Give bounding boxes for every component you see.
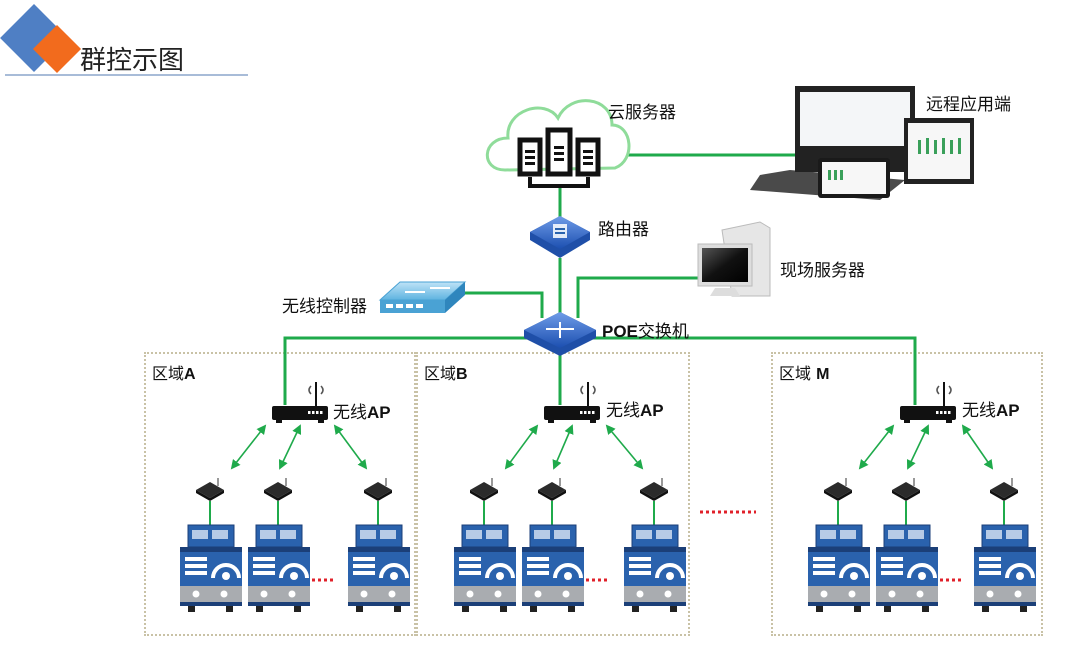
wireless-link-arrow — [230, 424, 267, 470]
router-label: 路由器 — [598, 220, 649, 240]
wireless-controller-icon — [378, 281, 467, 313]
remote-client-label: 远程应用端 — [926, 95, 1011, 115]
poe-switch-icon — [524, 312, 596, 356]
wireless-ap-icon — [544, 382, 600, 423]
terminal-machine-icon — [348, 524, 410, 612]
terminal-machine-icon — [248, 524, 310, 612]
wireless-module-icon — [364, 478, 392, 501]
poe-switch-label: POE交换机 — [602, 322, 689, 342]
wireless-link-arrow — [552, 424, 574, 470]
wireless-module-icon — [824, 478, 852, 501]
local-server-icon — [697, 221, 771, 297]
terminal-machine-icon — [876, 524, 938, 612]
link-localserver-switch — [576, 276, 720, 318]
terminal-machine-icon — [180, 524, 242, 612]
wireless-link-arrow — [504, 424, 539, 470]
zone-b-label: 区域B — [424, 364, 468, 383]
link-switch-zone-m — [592, 336, 917, 405]
zone-a-label: 区域A — [152, 364, 196, 383]
title-underline — [5, 74, 248, 76]
zone-m-ap-label: 无线AP — [962, 401, 1020, 421]
wireless-module-icon — [538, 478, 566, 501]
zone-b-ap-label: 无线AP — [606, 401, 664, 421]
wireless-module-icon — [990, 478, 1018, 501]
wireless-module-icon — [196, 478, 224, 501]
wireless-module-icon — [640, 478, 668, 501]
zone-devices — [180, 382, 1036, 612]
wireless-link-arrow — [278, 424, 302, 470]
zone-m-label: 区域 M — [779, 364, 830, 383]
zone-0-devices — [180, 382, 410, 612]
zone-2-devices — [808, 382, 1036, 612]
wireless-link-arrow — [333, 424, 368, 470]
terminal-machine-icon — [808, 524, 870, 612]
wireless-module-icon — [892, 478, 920, 501]
wireless-controller-label: 无线控制器 — [282, 297, 367, 317]
zone-1-devices — [454, 382, 686, 612]
cloud-server-label: 云服务器 — [608, 103, 676, 123]
link-switch-zone-a — [283, 336, 530, 405]
remote-client-icon — [750, 86, 974, 200]
zone-a-ap-label: 无线AP — [333, 403, 391, 423]
wireless-link-arrow — [858, 424, 895, 470]
wireless-ap-icon — [900, 382, 956, 423]
router-icon — [530, 216, 590, 258]
zone-a: 区域A — [144, 352, 416, 636]
wireless-module-icon — [264, 478, 292, 501]
zone-m: 区域 M — [771, 352, 1043, 636]
link-controller-switch — [465, 291, 544, 318]
wireless-ap-icon — [272, 382, 328, 423]
wireless-link-arrow — [605, 424, 644, 470]
terminal-machine-icon — [624, 524, 686, 612]
zone-b: 区域B — [416, 352, 690, 636]
page-title: 群控示图 — [80, 46, 185, 76]
local-server-label: 现场服务器 — [780, 261, 865, 281]
terminal-machine-icon — [454, 524, 516, 612]
wireless-link-arrow — [961, 424, 994, 470]
terminal-machine-icon — [522, 524, 584, 612]
wireless-module-icon — [470, 478, 498, 501]
wireless-link-arrow — [906, 424, 930, 470]
terminal-machine-icon — [974, 524, 1036, 612]
